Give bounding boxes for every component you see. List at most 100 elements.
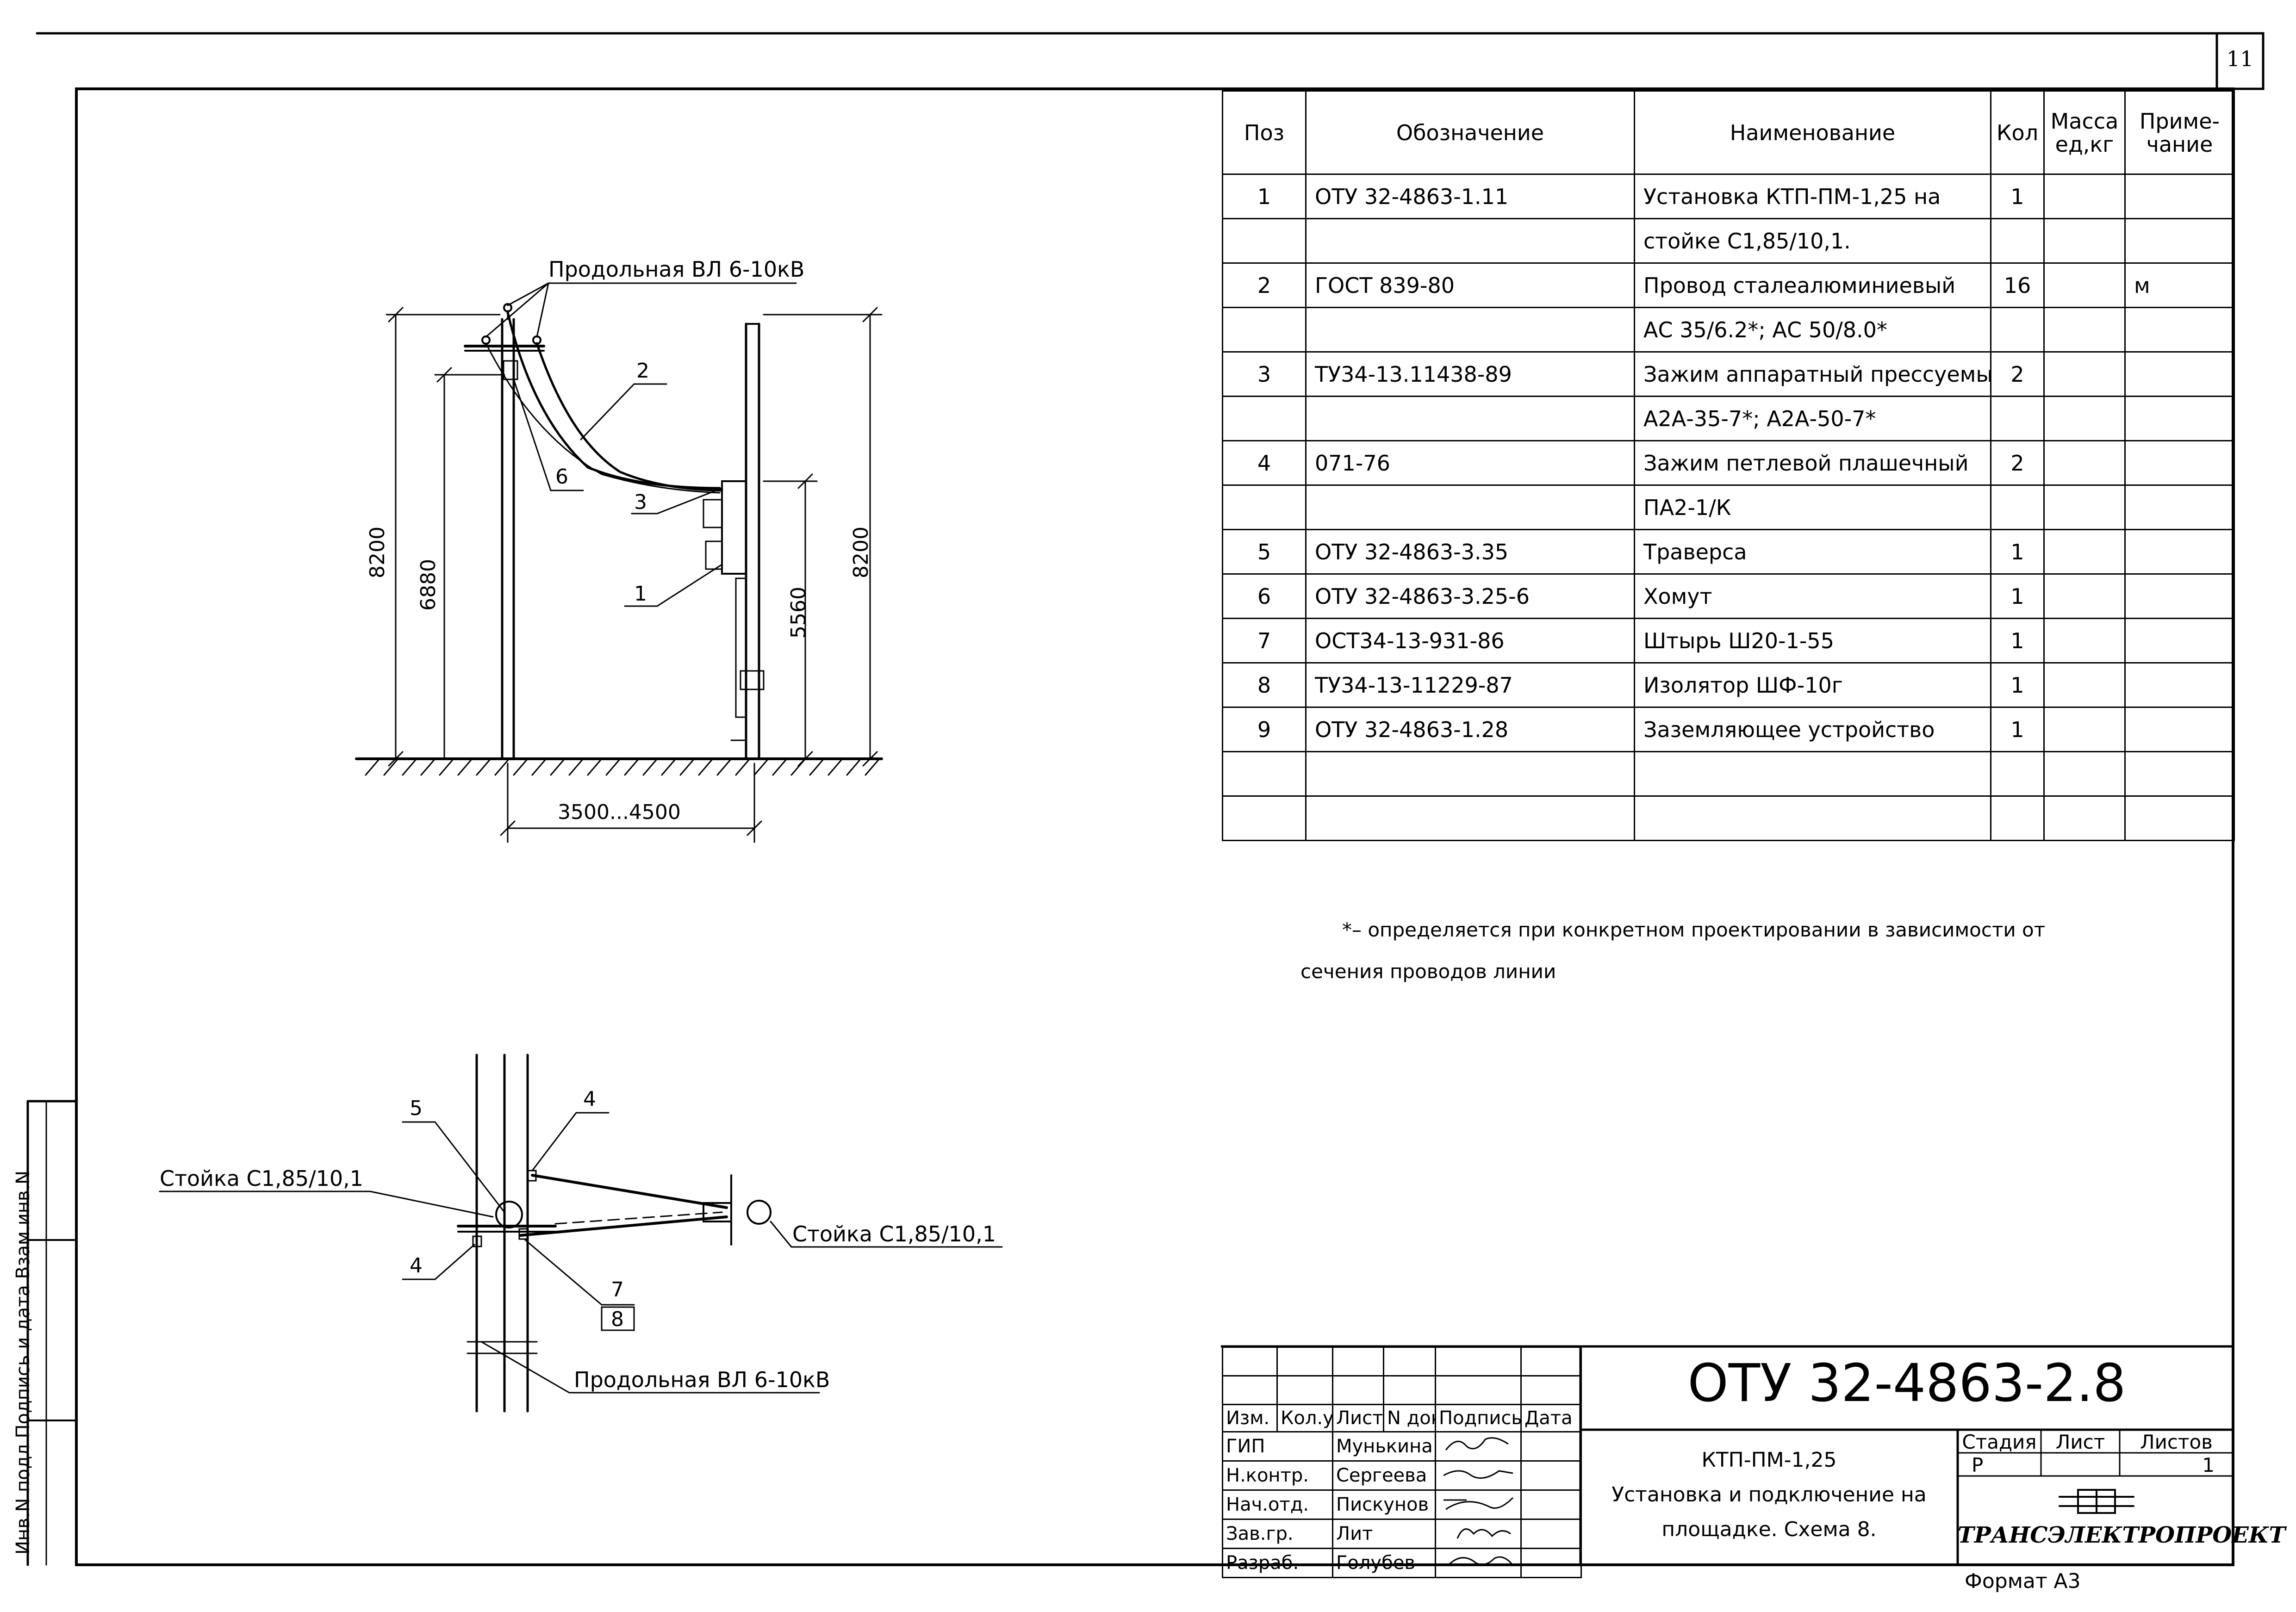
- signature: [1435, 1489, 1522, 1520]
- dimension-6880: 6880: [417, 559, 440, 611]
- cell-note: [2124, 351, 2235, 397]
- person-name: Сергеева: [1332, 1460, 1436, 1491]
- header-designation: Обозначение: [1305, 90, 1635, 175]
- cell-designation: [1305, 795, 1635, 841]
- col-header-data: Дата: [1520, 1404, 1582, 1432]
- dimension-8200-left: 8200: [366, 527, 389, 578]
- cell-pos: 7: [1222, 618, 1307, 663]
- col-header-n-dok: N док.: [1383, 1404, 1436, 1432]
- cell-mass: [2043, 351, 2126, 397]
- cell-note: [2124, 174, 2235, 219]
- cell-qty: [1990, 795, 2045, 841]
- person-name: Голубев: [1332, 1548, 1436, 1578]
- sheet-label: Лист: [2055, 1431, 2105, 1453]
- title-line-1: КТП-ПМ-1,25: [1701, 1448, 1837, 1472]
- col-header-izm: Изм.: [1222, 1404, 1278, 1432]
- stage-label: Стадия: [1962, 1431, 2037, 1453]
- signature: [1435, 1519, 1522, 1549]
- cell-qty: [1990, 218, 2045, 264]
- cell-pos: 5: [1222, 529, 1307, 575]
- cell-qty: 1: [1990, 529, 2045, 575]
- org-name: ТРАНСЭЛЕКТРОПРОЕКТ: [1958, 1522, 2286, 1548]
- cell-mass: [2043, 218, 2126, 264]
- cell-name: Траверса: [1634, 529, 1991, 575]
- cell-qty: 1: [1990, 573, 2045, 619]
- col-header-kol-uch: Кол.уч.: [1276, 1404, 1333, 1432]
- table-row: [1222, 795, 2235, 841]
- side-stamp: Инв.N подл Подпись и дата Взам.инв.N: [12, 1170, 34, 1555]
- label-vl-top: Продольная ВЛ 6-10кВ: [548, 257, 805, 282]
- cell-mass: [2043, 573, 2126, 619]
- cell-designation: [1305, 484, 1635, 530]
- footnote-line-2: сечения проводов линии: [1300, 960, 1556, 983]
- title-line-2: Установка и подключение на: [1612, 1483, 1927, 1507]
- cell-designation: [1305, 307, 1635, 353]
- role: Разраб.: [1222, 1548, 1333, 1578]
- cell-mass: [2043, 262, 2126, 308]
- cell-pos: 6: [1222, 573, 1307, 619]
- cell-note: [2124, 484, 2235, 530]
- callout-4b: 4: [410, 1254, 423, 1277]
- cell-qty: 2: [1990, 440, 2045, 486]
- cell-name: Изолятор ШФ-10г: [1634, 662, 1991, 708]
- cell-designation: ГОСТ 839-80: [1305, 262, 1635, 308]
- cell-qty: [1990, 396, 2045, 441]
- person-name: Лит: [1332, 1519, 1436, 1549]
- table-row: А2А-35-7*; А2А-50-7*: [1222, 396, 2235, 441]
- cell-designation: [1305, 396, 1635, 441]
- signature: [1435, 1548, 1522, 1578]
- cell-designation: ОТУ 32-4863-3.25-6: [1305, 573, 1635, 619]
- cell-designation: ТУ34-13-11229-87: [1305, 662, 1635, 708]
- cell-qty: [1990, 751, 2045, 797]
- cell-pos: [1222, 396, 1307, 441]
- signature-row: Нач.отд.Пискунов: [1222, 1489, 1582, 1520]
- dimension-span: 3500...4500: [558, 800, 681, 824]
- header-qty: Кол: [1990, 90, 2045, 175]
- cell-designation: [1305, 751, 1635, 797]
- cell-name: Заземляющее устройство: [1634, 707, 1991, 752]
- callout-2: 2: [636, 359, 649, 383]
- cell-note: [2124, 396, 2235, 441]
- signature-row: Разраб.Голубев: [1222, 1548, 1582, 1578]
- callout-6: 6: [555, 465, 568, 489]
- cell-mass: [2043, 307, 2126, 353]
- dimension-5560: 5560: [787, 587, 810, 639]
- cell-designation: 071-76: [1305, 440, 1635, 486]
- cell-pos: 1: [1222, 174, 1307, 219]
- callout-7: 7: [611, 1278, 624, 1302]
- cell-qty: 1: [1990, 662, 2045, 708]
- sheet-number: 11: [2226, 46, 2254, 71]
- table-row: стойке С1,85/10,1.: [1222, 218, 2235, 264]
- cell-qty: 16: [1990, 262, 2045, 308]
- person-name: Мунькина: [1332, 1431, 1436, 1462]
- role: ГИП: [1222, 1431, 1333, 1462]
- cell-designation: ТУ34-13.11438-89: [1305, 351, 1635, 397]
- cell-designation: ОТУ 32-4863-1.28: [1305, 707, 1635, 752]
- role: Нач.отд.: [1222, 1489, 1333, 1520]
- label-post-left: Стойка С1,85/10,1: [160, 1166, 364, 1191]
- cell-name: [1634, 751, 1991, 797]
- table-row: ПА2-1/К: [1222, 484, 2235, 530]
- callout-8: 8: [611, 1308, 624, 1331]
- header-note: Приме- чание: [2124, 90, 2235, 175]
- sheets-value: 1: [2202, 1454, 2215, 1476]
- cell-qty: 1: [1990, 707, 2045, 752]
- signature: [1435, 1460, 1522, 1491]
- cell-name: Зажим петлевой плашечный: [1634, 440, 1991, 486]
- cell-mass: [2043, 440, 2126, 486]
- callout-4a: 4: [583, 1087, 596, 1111]
- cell-designation: [1305, 218, 1635, 264]
- document-code: ОТУ 32-4863-2.8: [1687, 1353, 2126, 1414]
- cell-note: [2124, 440, 2235, 486]
- specification-table: Поз Обозначение Наименование Кол Масса е…: [1222, 90, 2235, 841]
- cell-note: м: [2124, 262, 2235, 308]
- cell-name: АС 35/6.2*; АС 50/8.0*: [1634, 307, 1991, 353]
- cell-note: [2124, 218, 2235, 264]
